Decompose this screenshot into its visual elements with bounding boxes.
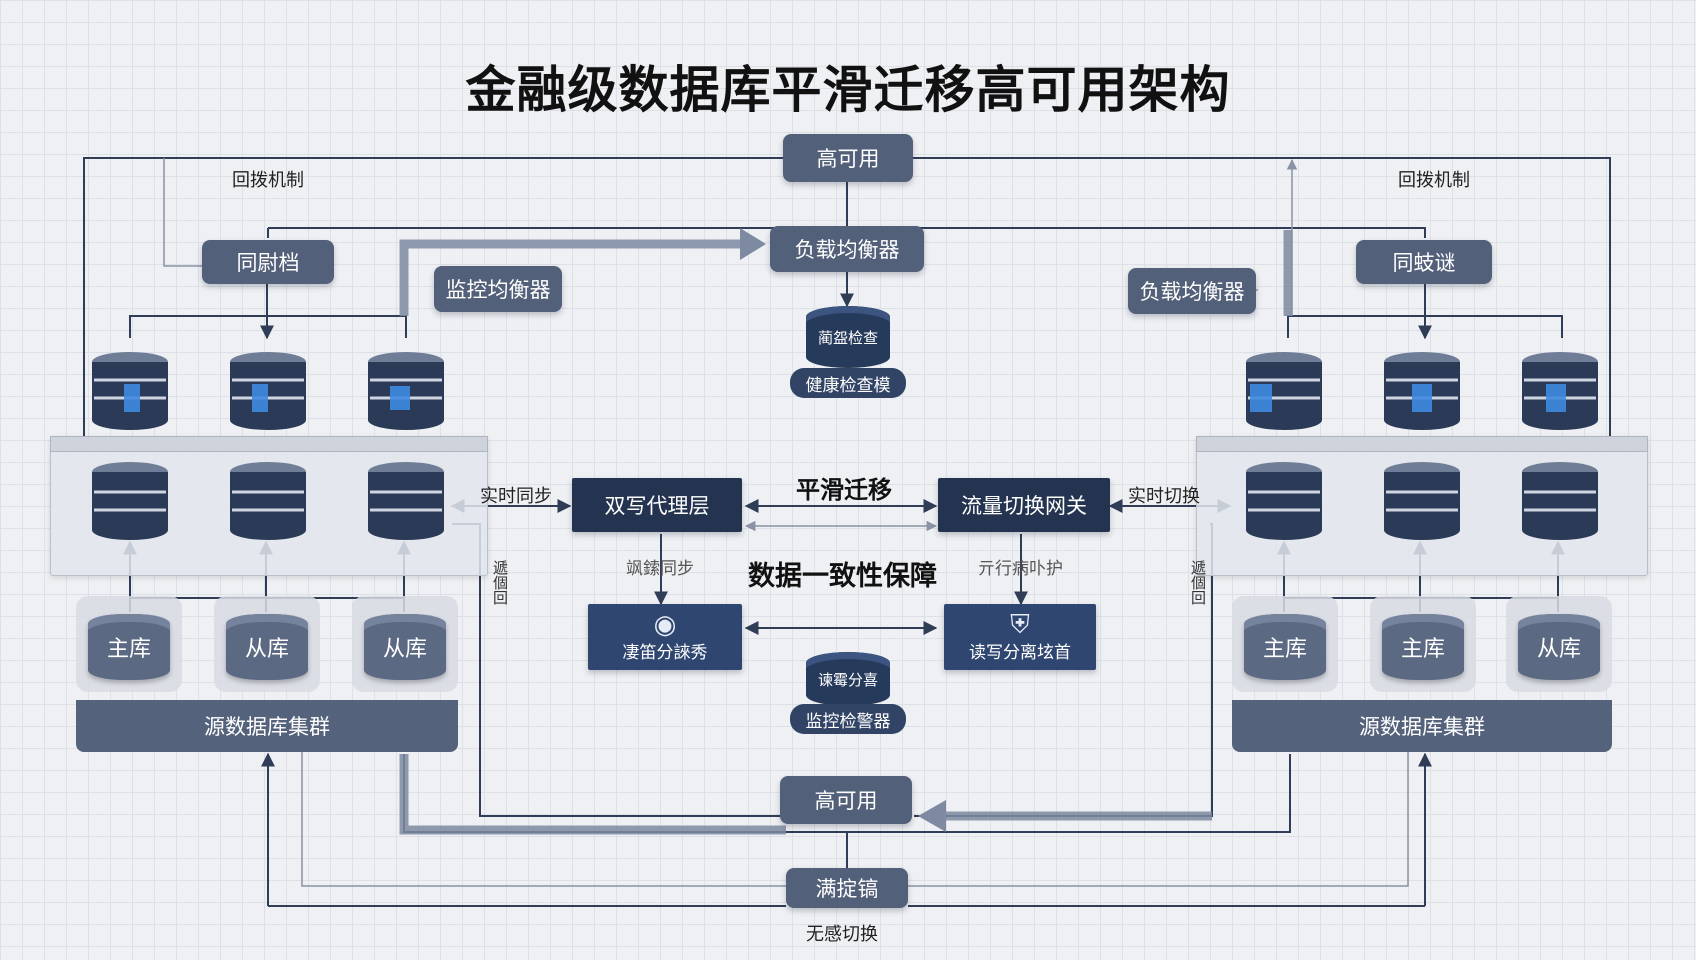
ha-bottom-box[interactable]: 高可用 — [780, 776, 912, 824]
realtime-sync-label: 实时同步 — [480, 486, 552, 507]
shield-icon: ⛨ — [1010, 609, 1030, 640]
server-rack-icon — [366, 460, 446, 540]
server-rack-icon — [228, 460, 308, 540]
right-sync-box[interactable]: 同蚑谜 — [1356, 240, 1492, 284]
server-rack-icon — [1520, 350, 1600, 430]
rw-split-left-label: 凄笛分誺秀 — [622, 642, 708, 663]
server-rack-icon — [1244, 350, 1324, 430]
monitor-alarm-pill[interactable]: 监控检警器 — [790, 704, 906, 734]
left-node-replica[interactable]: 从库 — [364, 614, 446, 680]
health-check-cylinder: 蔺盌检查 — [806, 306, 890, 368]
right-rollback-label: 回拨机制 — [1398, 170, 1470, 191]
server-rack-icon — [1382, 350, 1462, 430]
right-vertical-label: 遞個回 — [1189, 560, 1207, 605]
server-rack-icon — [1520, 460, 1600, 540]
dual-write-proxy-box[interactable]: 双写代理层 — [572, 478, 742, 532]
flow-arrowhead — [918, 800, 946, 832]
right-node-replica[interactable]: 从库 — [1518, 614, 1600, 680]
right-faint-label: 亓行病卟护 — [978, 559, 1063, 579]
seamless-switch-label: 无感切换 — [806, 924, 878, 945]
left-cluster-bar[interactable]: 源数据库集群 — [76, 700, 458, 752]
left-faint-label: 飒鎍同步 — [626, 559, 694, 579]
faint-bottom-right — [908, 752, 1409, 887]
flow-band-bottom — [399, 754, 786, 835]
bottom-switch-box[interactable]: 满掟镐 — [786, 868, 908, 908]
ha-top-box[interactable]: 高可用 — [783, 134, 913, 182]
lb-bracket-line — [267, 227, 1426, 238]
right-bracket-line — [1287, 315, 1563, 338]
right-load-balancer-box[interactable]: 负载均衡器 — [1128, 268, 1256, 314]
right-side-line — [914, 523, 1213, 817]
traffic-gateway-box[interactable]: 流量切换网关 — [938, 478, 1110, 532]
right-shelf-bar — [1196, 436, 1648, 452]
outer-frame-line — [83, 157, 783, 438]
server-rack-icon — [90, 460, 170, 540]
right-node-primary[interactable]: 主库 — [1244, 614, 1326, 680]
left-sync-box[interactable]: 同尉档 — [202, 240, 334, 284]
server-rack-icon — [1382, 460, 1462, 540]
left-node-replica[interactable]: 从库 — [226, 614, 308, 680]
realtime-switch-label: 实时切换 — [1128, 486, 1200, 507]
left-vertical-label: 遞個回 — [491, 560, 509, 605]
smooth-migration-heading: 平滑迁移 — [796, 476, 892, 504]
flow-arrowhead — [740, 228, 766, 260]
right-cluster-bar[interactable]: 源数据库集群 — [1232, 700, 1612, 752]
right-node-primary[interactable]: 主库 — [1382, 614, 1464, 680]
server-rack-icon — [366, 350, 446, 430]
consistency-heading: 数据一致性保障 — [748, 561, 937, 592]
outer-frame-line — [913, 157, 1611, 438]
eye-icon: ◉ — [653, 609, 677, 640]
faint-bottom-left — [301, 752, 786, 887]
page-title: 金融级数据库平滑迁移高可用架构 — [465, 61, 1231, 119]
health-check-pill[interactable]: 健康检查模 — [790, 368, 906, 398]
left-shelf-bar — [50, 436, 488, 452]
faint-left-loop — [163, 158, 202, 267]
server-rack-icon — [228, 350, 308, 430]
flow-band-top — [399, 239, 742, 316]
left-node-primary[interactable]: 主库 — [88, 614, 170, 680]
rw-split-right-label: 读写分离𡊨首 — [969, 642, 1071, 663]
left-bracket-line — [129, 315, 407, 338]
rw-split-left-box[interactable]: ◉ 凄笛分誺秀 — [588, 604, 742, 670]
server-rack-icon — [90, 350, 170, 430]
monitor-balancer-box[interactable]: 监控均衡器 — [434, 266, 562, 312]
monitor-cylinder: 谏霉分喜 — [806, 652, 890, 706]
rw-split-right-box[interactable]: ⛨ 读写分离𡊨首 — [944, 604, 1096, 670]
load-balancer-box[interactable]: 负载均衡器 — [770, 226, 924, 272]
server-rack-icon — [1244, 460, 1324, 540]
left-rollback-label: 回拨机制 — [232, 170, 304, 191]
